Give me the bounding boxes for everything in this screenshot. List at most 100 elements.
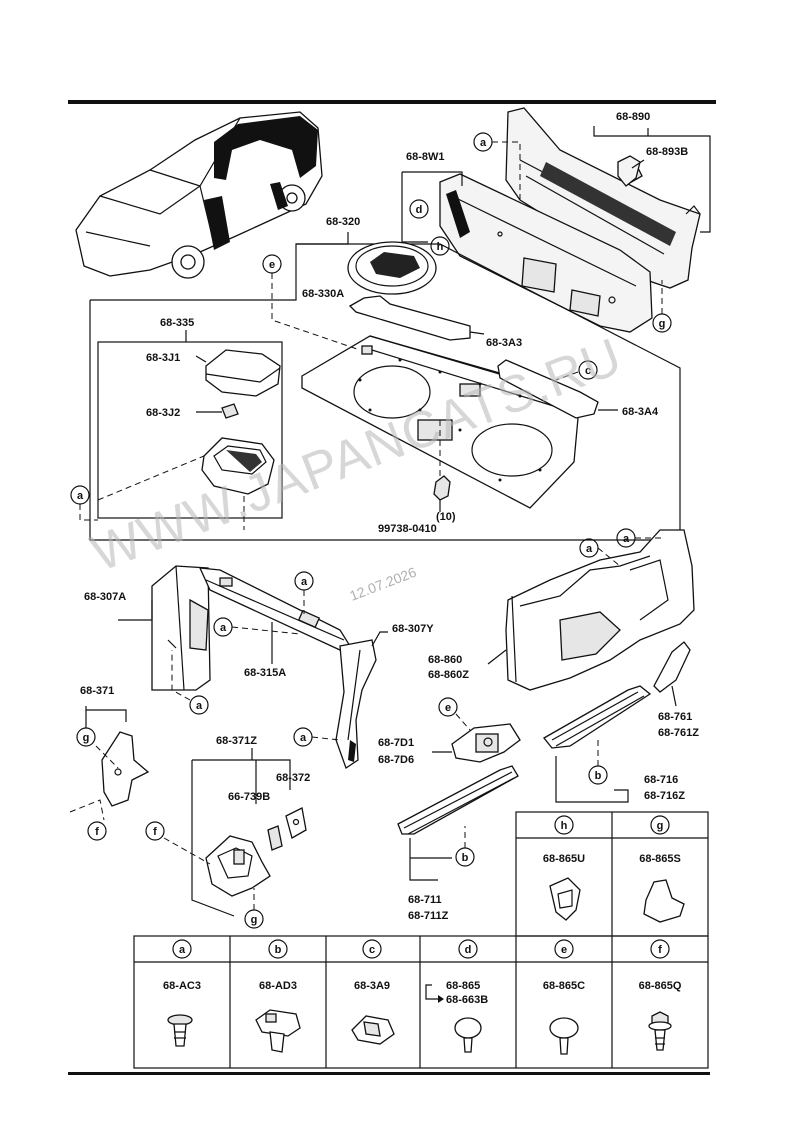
callout-g-3: g [244, 909, 264, 929]
label-68-761: 68-761 [658, 711, 692, 723]
quarter-trim-bracket-68-371z [205, 835, 271, 897]
callout-e-2: e [438, 697, 458, 717]
callout-a-2: a [70, 485, 90, 505]
callout-f-2: f [145, 821, 165, 841]
tray-trim-strip-left [348, 295, 471, 341]
callout-e-1: e [262, 254, 282, 274]
callout-c-1: c [578, 360, 598, 380]
label-68-372: 68-372 [276, 772, 310, 784]
c-pillar-trim-left [151, 565, 211, 691]
callout-g-1: g [652, 313, 672, 333]
label-68-371: 68-371 [80, 685, 114, 697]
fastener-d-cell: d 68-865 68-663B [425, 939, 488, 1053]
label-68-890: 68-890 [616, 111, 650, 123]
fastener-f-cell: f 68-865Q [639, 939, 682, 1051]
svg-text:h: h [561, 820, 568, 832]
svg-text:a: a [196, 700, 203, 712]
clip-68-865u-icon [549, 877, 581, 921]
fastener-table-top [515, 811, 709, 937]
label-68-320: 68-320 [326, 216, 360, 228]
lamp-housing [201, 437, 275, 495]
callout-a-1: a [473, 132, 493, 152]
svg-text:68-865U: 68-865U [543, 853, 585, 865]
label-99738-0410: 99738-0410 [378, 523, 437, 535]
quarter-trim-bracket-68-371 [101, 731, 150, 807]
svg-text:g: g [83, 732, 90, 744]
fastener-table [133, 935, 709, 1069]
callout-a-5: a [189, 695, 209, 715]
bracket-clip-icon [351, 1015, 395, 1045]
push-clip-99738 [433, 475, 451, 512]
callout-a-4: a [213, 617, 233, 637]
svg-text:68-AD3: 68-AD3 [259, 980, 297, 992]
svg-text:a: a [480, 137, 487, 149]
callout-b-1: b [588, 765, 608, 785]
label-68-860: 68-860 [428, 654, 462, 666]
svg-text:68-865C: 68-865C [543, 980, 585, 992]
svg-text:b: b [275, 944, 282, 956]
svg-text:d: d [465, 944, 472, 956]
svg-text:b: b [595, 770, 602, 782]
svg-text:68-865: 68-865 [446, 980, 480, 992]
label-68-335: 68-335 [160, 317, 194, 329]
svg-text:g: g [659, 318, 666, 330]
callout-h-1: h [430, 236, 450, 256]
fastener-g-cell: g 68-865S [639, 815, 685, 923]
fastener-b-cell: b 68-AD3 [255, 939, 301, 1053]
svg-text:f: f [95, 826, 99, 838]
svg-text:68-AC3: 68-AC3 [163, 980, 201, 992]
svg-text:f: f [153, 826, 157, 838]
car-illustration [75, 111, 323, 279]
svg-text:a: a [623, 533, 630, 545]
svg-text:g: g [657, 820, 664, 832]
label-qty-10: (10) [436, 511, 456, 523]
label-68-7d6: 68-7D6 [378, 754, 414, 766]
label-68-761z: 68-761Z [658, 727, 699, 739]
label-68-7d1: 68-7D1 [378, 737, 414, 749]
callout-a-3: a [294, 571, 314, 591]
svg-text:f: f [658, 944, 662, 956]
callout-d-1: d [409, 199, 429, 219]
clip-68-865s-icon [643, 879, 685, 923]
speaker-grille [347, 241, 437, 295]
c-pillar-trim-right [335, 639, 377, 770]
push-clip-q-icon [648, 1011, 672, 1051]
bracket-68-372 [285, 807, 307, 839]
svg-text:e: e [561, 944, 567, 956]
label-68-371z: 68-371Z [216, 735, 257, 747]
scuff-plate-68-716 [543, 685, 652, 749]
svg-text:a: a [586, 543, 593, 555]
trunk-side-trim-68-860 [505, 529, 695, 691]
label-68-716z: 68-716Z [644, 790, 685, 802]
svg-text:d: d [416, 204, 423, 216]
svg-text:c: c [585, 365, 591, 377]
scuff-plate-68-711 [397, 765, 519, 835]
sub-assembly-box-68-335 [97, 341, 283, 519]
fastener-a-cell: a 68-AC3 [163, 939, 201, 1047]
label-68-3a3: 68-3A3 [486, 337, 522, 349]
svg-text:g: g [251, 914, 258, 926]
label-68-3j2: 68-3J2 [146, 407, 180, 419]
label-68-893b: 68-893B [646, 146, 688, 158]
svg-text:c: c [369, 944, 375, 956]
callout-g-2: g [76, 727, 96, 747]
tray-trim-strip-right [497, 359, 599, 419]
lamp-lens-68-3J1 [205, 349, 281, 397]
date-stamp: 12.07.2026 [347, 564, 418, 604]
svg-text:a: a [301, 576, 308, 588]
callout-b-2: b [455, 847, 475, 867]
svg-text:a: a [77, 490, 84, 502]
fastener-c-cell: c 68-3A9 [351, 939, 395, 1045]
rivet-clip-c-icon [549, 1017, 579, 1055]
callout-a-6: a [293, 727, 313, 747]
svg-text:68-865Q: 68-865Q [639, 980, 682, 992]
callout-a-7: a [579, 538, 599, 558]
retainer-clip-icon [255, 1009, 301, 1053]
rivet-clip-icon [454, 1017, 482, 1053]
label-68-307a: 68-307A [84, 591, 126, 603]
fastener-e-cell: e 68-865C [543, 939, 585, 1055]
svg-text:h: h [437, 241, 444, 253]
label-68-711z: 68-711Z [408, 910, 449, 922]
label-68-315a: 68-315A [244, 667, 286, 679]
